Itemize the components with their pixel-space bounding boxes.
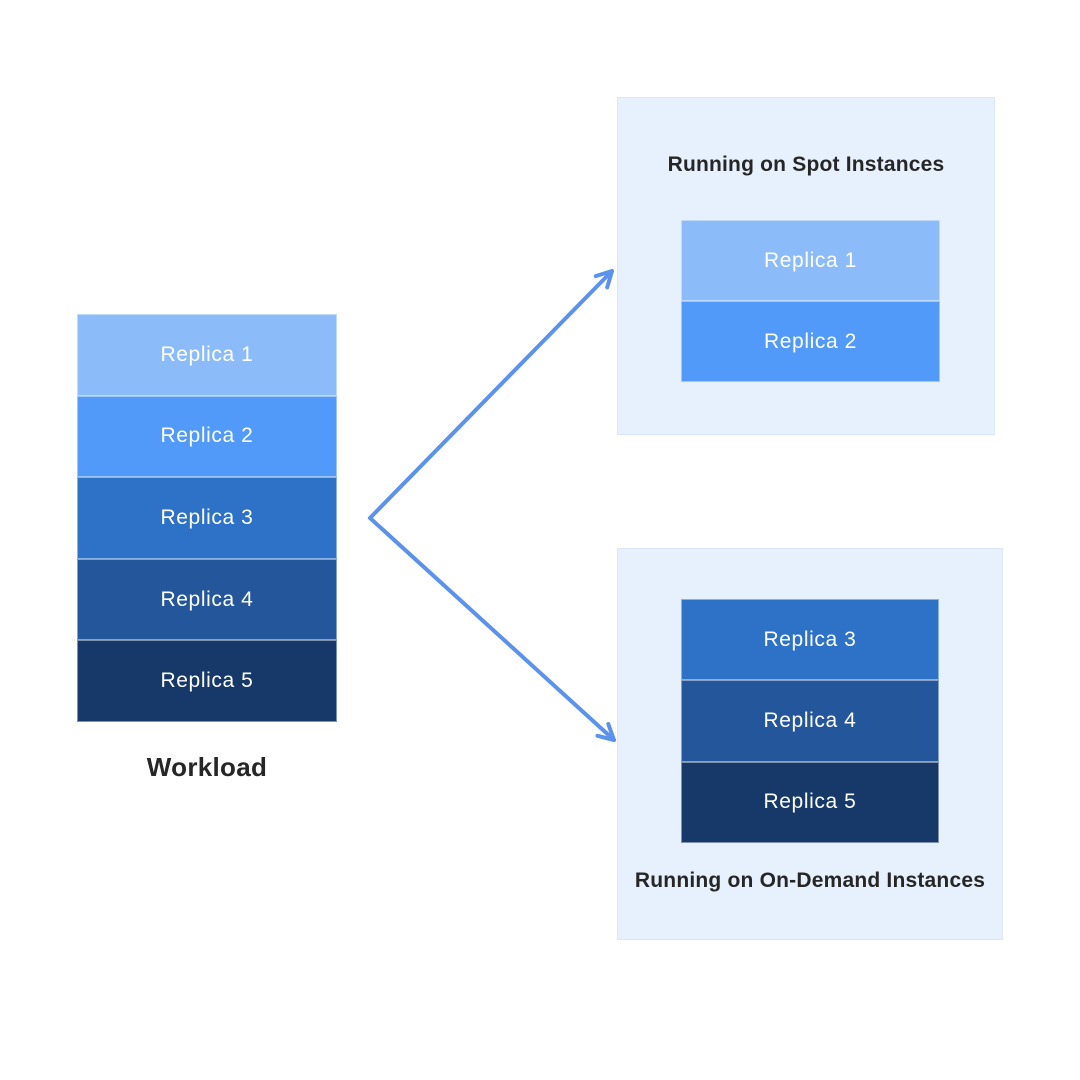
workload-stack: Replica 1 Replica 2 Replica 3 Replica 4 … [77,314,337,722]
on-demand-instances-panel: Replica 3 Replica 4 Replica 5 Running on… [617,548,1003,940]
workload-label: Workload [146,752,268,782]
workload-replica-4-block: Replica 4 [77,558,337,641]
arrow-to-on-demand-head-icon [595,722,616,742]
on-demand-replica-4-block: Replica 4 [681,680,939,762]
spot-instances-panel: Running on Spot Instances Replica 1 Repl… [617,97,995,435]
arrow-to-on-demand-line [368,516,616,742]
workload-replica-3-block: Replica 3 [77,477,337,559]
spot-panel-blocks: Replica 1 Replica 2 [681,220,940,382]
on-demand-panel-title: Running on On-Demand Instances [634,869,986,892]
spot-replica-2-block: Replica 2 [681,301,940,382]
spot-replica-1-block: Replica 1 [681,220,940,301]
workload-replica-5-block: Replica 5 [77,640,337,722]
on-demand-replica-5-block: Replica 5 [681,761,939,843]
on-demand-replica-3-block: Replica 3 [681,599,939,681]
workload-replica-1-block: Replica 1 [77,314,337,396]
arrow-to-spot-head-icon [593,269,614,290]
spot-panel-title: Running on Spot Instances [667,153,945,176]
on-demand-panel-blocks: Replica 3 Replica 4 Replica 5 [681,599,939,843]
arrow-to-spot-line [368,269,614,520]
workload-replica-2-block: Replica 2 [77,395,337,478]
